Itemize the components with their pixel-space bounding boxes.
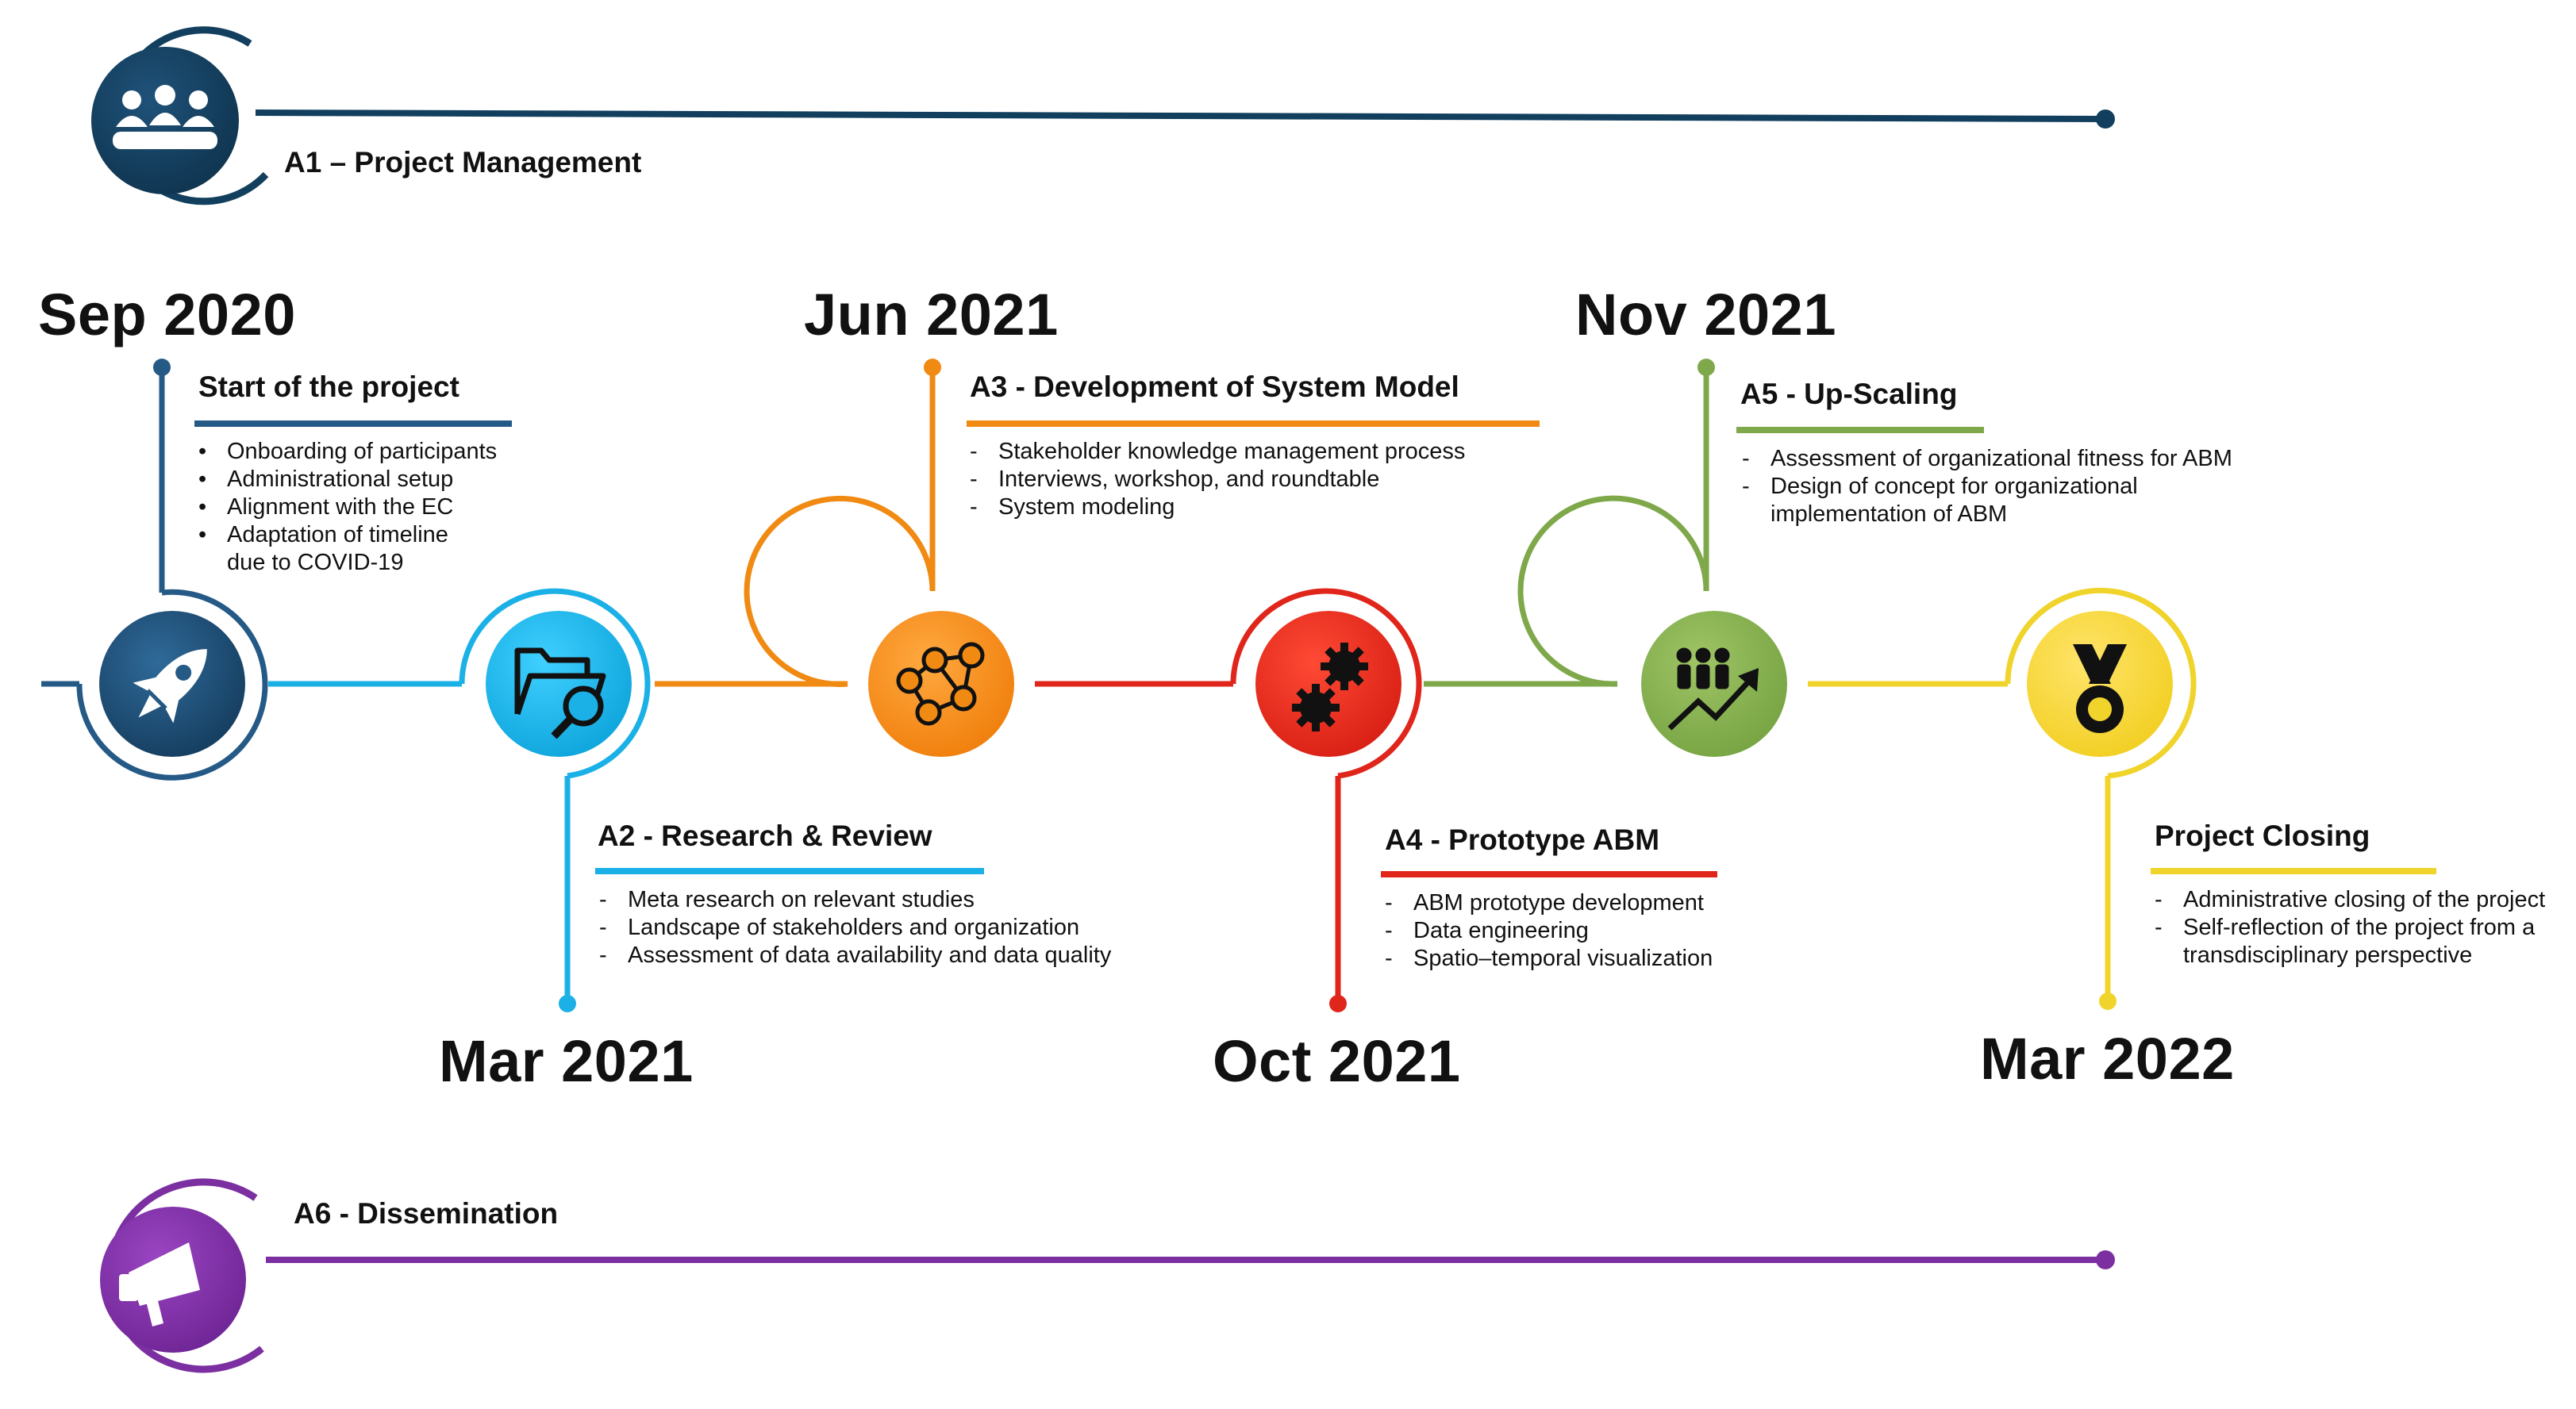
list-item: -System modeling — [970, 494, 1175, 520]
milestone-node-3 — [744, 359, 1014, 757]
milestone-heading-underline — [2151, 868, 2436, 874]
milestone-node-2 — [459, 588, 651, 1012]
milestone-date: Mar 2022 — [1980, 1026, 2235, 1092]
milestone-list: •Onboarding of participants •Administrat… — [198, 438, 497, 577]
milestone-heading-underline — [1736, 427, 1984, 433]
medal-icon — [2073, 644, 2127, 733]
list-item: -Meta research on relevant studies — [599, 887, 975, 912]
list-item: -ABM prototype development — [1385, 890, 1704, 916]
list-item: -Spatio–temporal visualization — [1385, 946, 1713, 971]
growth-people-icon — [1667, 647, 1759, 731]
milestone-heading-underline — [1381, 871, 1717, 877]
milestone-node-4 — [1230, 588, 1422, 1012]
list-item: •Onboarding of participants — [198, 439, 498, 464]
milestone-list: -Administrative closing of the project -… — [2155, 886, 2545, 969]
milestone-node-5 — [1517, 359, 1787, 757]
track-a1-title: A1 – Project Management — [284, 146, 642, 179]
track-a6 — [100, 1178, 2115, 1373]
list-item: -Landscape of stakeholders and organizat… — [599, 915, 1080, 940]
list-item: -Assessment of data availability and dat… — [599, 943, 1112, 968]
list-item: -Assessment of organizational fitness fo… — [1742, 446, 2232, 471]
track-a1-end-dot — [2096, 109, 2115, 129]
milestone-heading: A3 - Development of System Model — [970, 370, 1459, 403]
network-icon — [896, 642, 985, 726]
list-item: -Stakeholder knowledge management proces… — [970, 439, 1466, 464]
milestone-node-6 — [2005, 587, 2197, 1010]
milestone-heading: A2 - Research & Review — [598, 820, 932, 852]
milestone-heading: A4 - Prototype ABM — [1385, 824, 1660, 856]
list-item: •Administrational setup — [198, 466, 454, 492]
track-a6-end-dot — [2096, 1250, 2115, 1269]
milestone-heading-underline — [595, 868, 984, 874]
milestone-date: Mar 2021 — [439, 1028, 694, 1094]
rocket-icon — [133, 649, 207, 724]
list-item: -Administrative closing of the project — [2155, 887, 2546, 912]
track-a6-title: A6 - Dissemination — [294, 1197, 559, 1230]
milestone-list: -ABM prototype development -Data enginee… — [1385, 889, 1713, 973]
milestone-node-1 — [76, 359, 268, 781]
milestone-heading: Project Closing — [2155, 820, 2370, 852]
milestone-date: Nov 2021 — [1575, 282, 1836, 347]
milestone-list: -Stakeholder knowledge management proces… — [970, 438, 1465, 521]
list-item: -Data engineering — [1385, 918, 1589, 943]
milestone-heading: Start of the project — [198, 370, 459, 403]
milestone-heading: A5 - Up-Scaling — [1740, 378, 1958, 410]
track-a1 — [91, 26, 2115, 205]
milestone-list: -Assessment of organizational fitness fo… — [1742, 445, 2232, 528]
list-item: •Alignment with the EC — [198, 494, 454, 520]
people-group-icon — [113, 85, 217, 149]
milestone-date: Oct 2021 — [1213, 1028, 1461, 1094]
megaphone-icon — [119, 1242, 200, 1326]
milestone-date: Jun 2021 — [804, 282, 1059, 347]
track-a1-line — [255, 109, 2106, 122]
gears-icon — [1292, 643, 1368, 731]
milestone-heading-underline — [194, 420, 512, 427]
milestone-list: -Meta research on relevant studies -Land… — [599, 886, 1111, 969]
folder-search-icon — [514, 647, 606, 739]
milestone-date: Sep 2020 — [38, 282, 296, 347]
list-item: -Interviews, workshop, and roundtable — [970, 466, 1380, 492]
milestone-heading-underline — [967, 420, 1540, 427]
